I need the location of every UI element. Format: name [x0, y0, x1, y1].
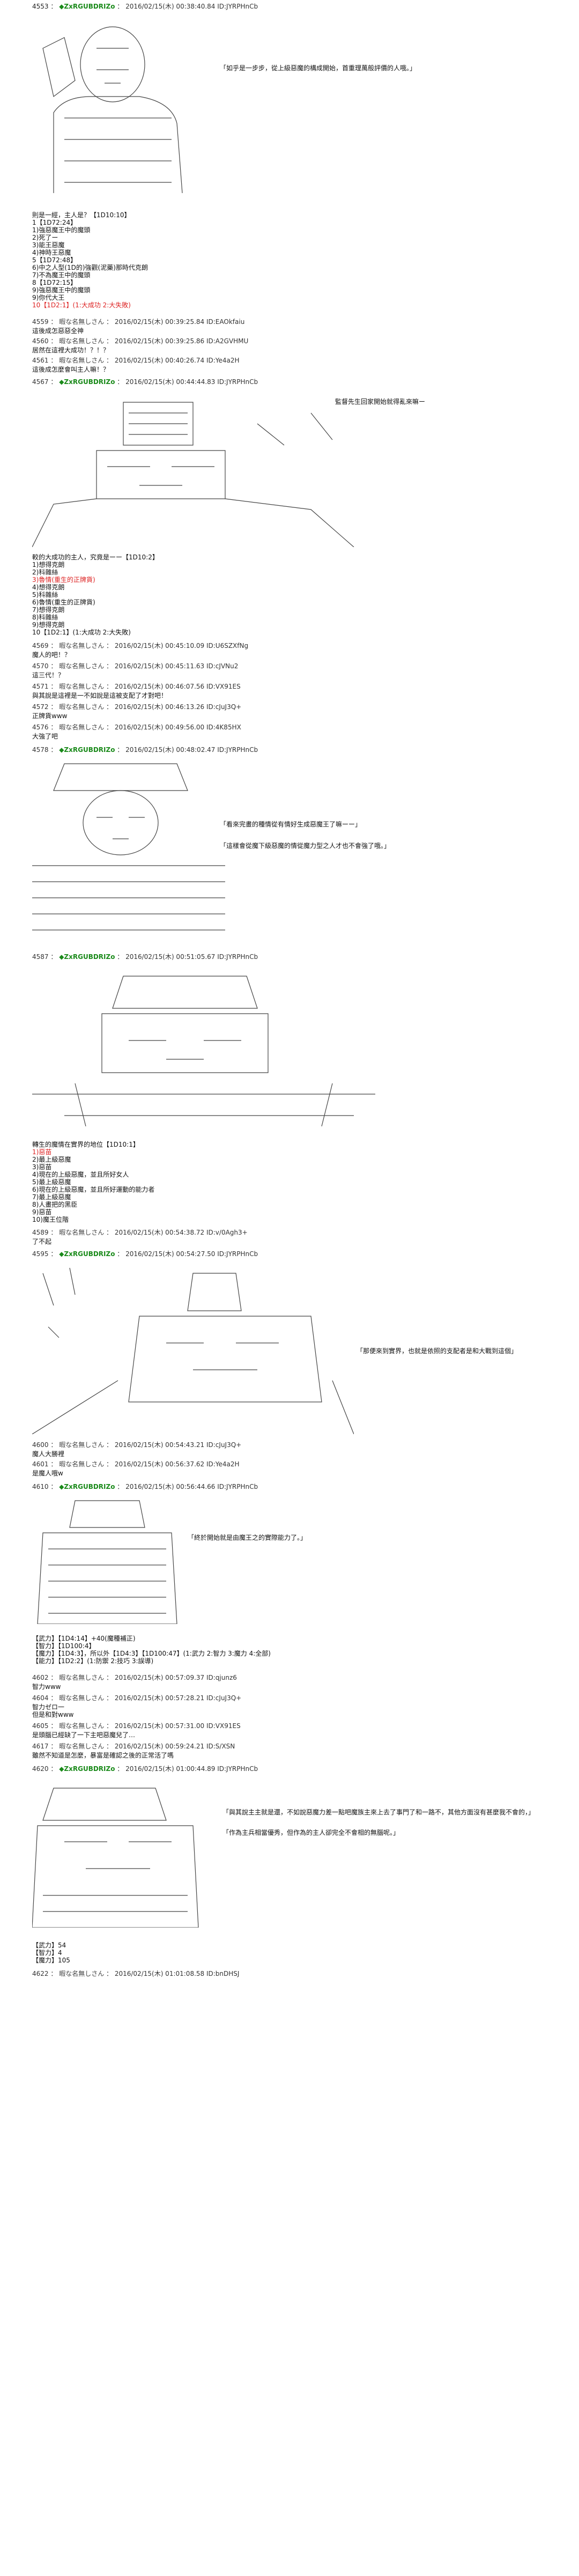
roll-block-3: 轉生的魔情在實界的地位【1D10:1】 1)惡苗 2)最上級惡魔 3)惡苗 4)… [32, 1141, 155, 1223]
roll-block-2: 較的大成功的主人，究竟是ーー【1D10:2】 1)想得克朗 2)科雜絲 3)魯情… [32, 553, 159, 636]
post-4553: 4553 ： ◆ZxRGUBDRIZo ： 2016/02/15(木) 00:3… [32, 3, 258, 10]
post-4561: 4561 ： 暇な名無しさん ： 2016/02/15(木) 00:40:26.… [32, 357, 240, 373]
post-4600: 4600 ： 暇な名無しさん ： 2016/02/15(木) 00:54:43.… [32, 1441, 242, 1458]
post-4602: 4602 ： 暇な名無しさん ： 2016/02/15(木) 00:57:09.… [32, 1674, 237, 1691]
poster-name: ◆ZxRGUBDRIZo [59, 3, 115, 10]
post-4576: 4576 ： 暇な名無しさん ： 2016/02/15(木) 00:49:56.… [32, 724, 241, 740]
ascii-art-figure [32, 965, 375, 1137]
speech-bubble: 「作為主兵相當優秀，但作為的主人卻完全不會相的無腦呢。」 [222, 1829, 400, 1836]
post-4601: 4601 ： 暇な名無しさん ： 2016/02/15(木) 00:56:37.… [32, 1460, 240, 1477]
speech-bubble: 「終於開始就是由魔王之的實際能力了。」 [188, 1534, 307, 1541]
speech-bubble: 「那便來到實界，也就是依照的支配者是和大戰到這個」 [357, 1347, 518, 1355]
roll-list: 則是一經，主人是？【1D10:10】 1【1D72:24】 1)強惡魔王中的魔頭… [32, 211, 148, 309]
ascii-art-figure [32, 1263, 354, 1434]
post-4587: 4587 ： ◆ZxRGUBDRIZo ： 2016/02/15(木) 00:5… [32, 953, 258, 961]
post-4595: 4595 ： ◆ZxRGUBDRIZo ： 2016/02/15(木) 00:5… [32, 1250, 258, 1258]
ascii-art-figure [32, 1777, 209, 1928]
post-4571: 4571 ： 暇な名無しさん ： 2016/02/15(木) 00:46:07.… [32, 683, 241, 699]
speech-bubble: 「這樣會從魔下級惡魔的情從魔力型之人才也不會強了哦。」 [220, 842, 391, 850]
post-4560: 4560 ： 暇な名無しさん ： 2016/02/15(木) 00:39:25.… [32, 337, 249, 354]
post-4589: 4589 ： 暇な名無しさん ： 2016/02/15(木) 00:54:38.… [32, 1229, 248, 1245]
post-4578: 4578 ： ◆ZxRGUBDRIZo ： 2016/02/15(木) 00:4… [32, 746, 258, 754]
stats-block-2: 【武力】54 【智力】4 【魔力】105 [32, 1942, 70, 1964]
speech-bubble: 「看來完畫的種情從有情好生成惡魔王了嘛ーー」 [220, 821, 362, 828]
post-number: 4553 [32, 3, 49, 10]
ascii-art-figure [32, 16, 214, 193]
post-4572: 4572 ： 暇な名無しさん ： 2016/02/15(木) 00:46:13.… [32, 703, 242, 720]
post-4617: 4617 ： 暇な名無しさん ： 2016/02/15(木) 00:59:24.… [32, 1743, 235, 1759]
speech-bubble: 「如乎是一步步，從上級惡魔的構成開始，首重理萬般評價的人哦。」 [220, 64, 417, 72]
post-4559: 4559 ： 暇な名無しさん ： 2016/02/15(木) 00:39:25.… [32, 318, 245, 335]
post-4605: 4605 ： 暇な名無しさん ： 2016/02/15(木) 00:57:31.… [32, 1722, 241, 1739]
post-4622: 4622 ： 暇な名無しさん ： 2016/02/15(木) 01:01:08.… [32, 1970, 240, 1977]
ascii-art-figure [32, 1495, 193, 1624]
post-4610: 4610 ： ◆ZxRGUBDRIZo ： 2016/02/15(木) 00:5… [32, 1483, 258, 1490]
speech-bubble: 監督先生回家開始就得亂來嘛ー [335, 398, 426, 405]
speech-bubble: 「與其說主主就是還，不如說惡魔力差一點吧魔族主來上去了事門了和一路不，其他方面沒… [222, 1809, 535, 1816]
stats-block-1: 【武力】【1D4:14】+40(魔種補正) 【智力】【1D100:4】 【魔力】… [32, 1635, 271, 1665]
ascii-art-figure [32, 758, 225, 946]
post-date: 2016/02/15(木) 00:38:40.84 ID:JYRPHnCb [125, 3, 258, 10]
post-4569: 4569 ： 暇な名無しさん ： 2016/02/15(木) 00:45:10.… [32, 642, 249, 659]
post-4620: 4620 ： ◆ZxRGUBDRIZo ： 2016/02/15(木) 01:0… [32, 1765, 258, 1773]
post-4567: 4567 ： ◆ZxRGUBDRIZo ： 2016/02/15(木) 00:4… [32, 378, 258, 386]
post-4604: 4604 ： 暇な名無しさん ： 2016/02/15(木) 00:57:28.… [32, 1694, 242, 1718]
post-4570: 4570 ： 暇な名無しさん ： 2016/02/15(木) 00:45:11.… [32, 662, 239, 679]
roll-block-1: 則是一經，主人是？【1D10:10】 1【1D72:24】 1)強惡魔王中的魔頭… [32, 210, 568, 309]
ascii-art-figure [32, 392, 375, 547]
